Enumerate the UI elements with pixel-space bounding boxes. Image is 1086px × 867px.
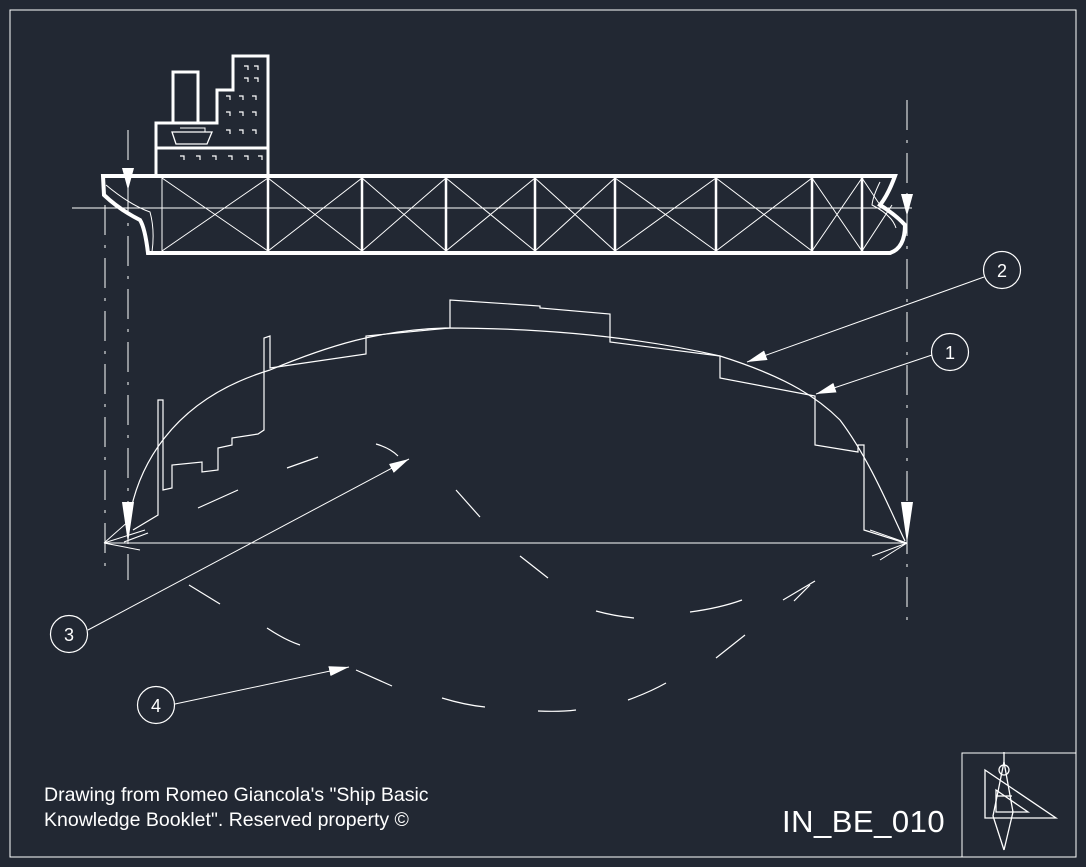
baseline — [103, 519, 908, 561]
ship-profile — [100, 54, 908, 255]
callout-3: 3 — [49, 614, 89, 654]
callout-1: 1 — [930, 332, 970, 372]
credit-caption: Drawing from Romeo Giancola's "Ship Basi… — [44, 783, 429, 833]
leader-lines — [87, 276, 985, 705]
callout-label-3: 3 — [64, 625, 74, 645]
drawing-frame — [9, 9, 1077, 858]
callout-label-4: 4 — [151, 696, 161, 716]
dashed-curve-3 — [123, 443, 816, 619]
compass-and-set-square-icon — [984, 752, 1059, 851]
callout-label-2: 2 — [997, 261, 1007, 281]
callout-label-1: 1 — [945, 343, 955, 363]
callout-2: 2 — [982, 250, 1022, 290]
stepped-load-curve — [132, 299, 906, 544]
caption-line-2: Knowledge Booklet". Reserved property © — [44, 809, 409, 831]
draft-marks — [122, 168, 913, 543]
caption-line-1: Drawing from Romeo Giancola's "Ship Basi… — [44, 784, 429, 806]
smooth-buoyancy-curve — [127, 327, 906, 542]
drawing-code: IN_BE_010 — [782, 804, 946, 839]
dashed-curve-4 — [188, 584, 811, 712]
callout-4: 4 — [136, 685, 176, 725]
